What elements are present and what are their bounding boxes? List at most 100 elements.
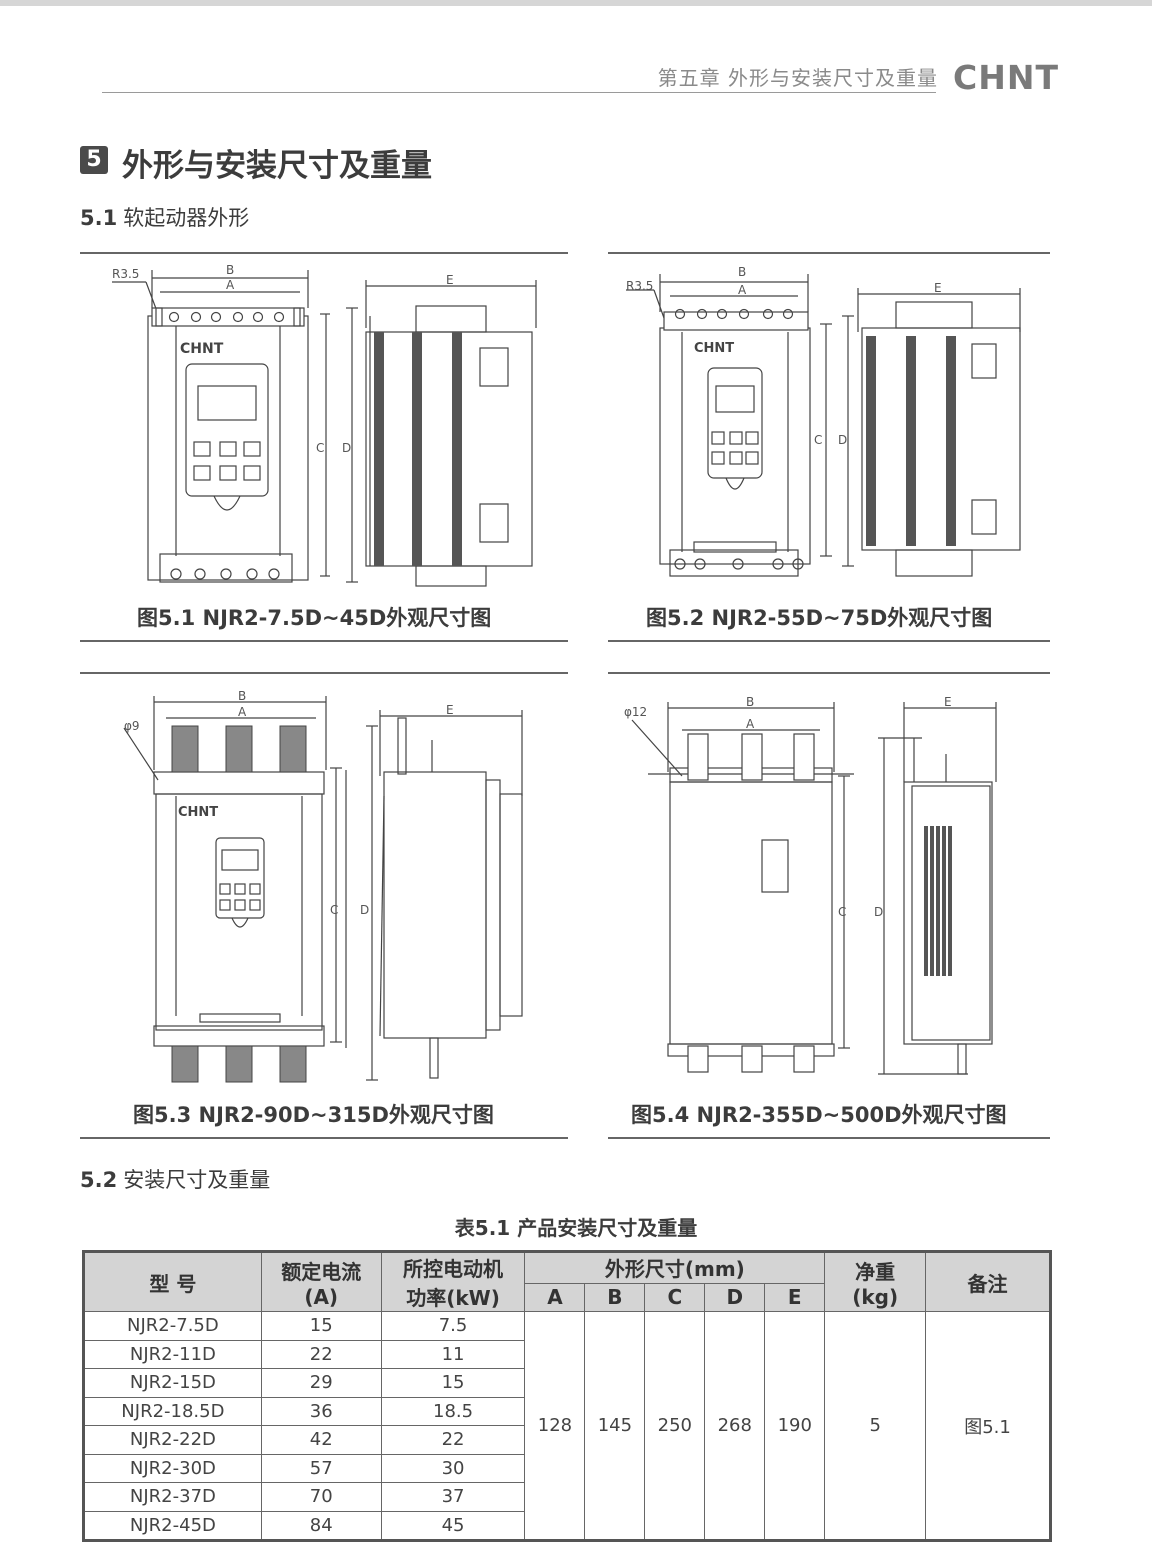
table-row: NJR2-15D 29 15 [83,1368,1051,1398]
dim-label-c: C [330,903,338,917]
subsection-title: 安装尺寸及重量 [123,1168,271,1192]
cell-power: 15 [380,1368,526,1398]
figure-rule [608,672,1050,674]
section-number-badge: 5 [80,146,108,174]
cell-a: 128 [524,1311,586,1541]
header-c: C [644,1282,706,1313]
section-title: 外形与安装尺寸及重量 [122,148,432,184]
subsection-number: 5.1 [80,206,118,230]
figure-5-3-drawing: φ9 B A C D E CHNT [123,689,523,1083]
figure-5-4-drawing: φ12 B A C D E [624,695,997,1075]
cell-current: 70 [260,1482,382,1512]
figure-caption: 图5.2 NJR2-55D~75D外观尺寸图 [646,606,993,630]
dim-label-e: E [934,281,942,295]
figure-rule [608,1137,1050,1139]
hole-label: R3.5 [626,279,653,293]
figure-rule [608,640,1050,642]
figure-5-1-drawing: R3.5 B A C D E CHNT [112,263,537,587]
dim-label-b: B [226,263,234,277]
table-title: 表5.1 产品安装尺寸及重量 [454,1216,698,1240]
dim-label-a: A [226,278,235,292]
header-d: D [704,1282,766,1313]
brand-logo: CHNT [953,58,1059,97]
cell-model: NJR2-11D [83,1339,262,1369]
figure-caption: 图5.1 NJR2-7.5D~45D外观尺寸图 [137,606,492,630]
header-e: E [764,1282,826,1313]
dim-label-c: C [814,433,822,447]
cell-current: 42 [260,1425,382,1455]
cell-note: 图5.1 [925,1311,1051,1541]
cell-b: 145 [584,1311,646,1541]
dim-label-e: E [446,273,454,287]
cell-power: 37 [380,1482,526,1512]
cell-model: NJR2-45D [83,1510,262,1541]
table-row: NJR2-30D 57 30 [83,1453,1051,1483]
device-logo: CHNT [178,805,218,820]
cell-power: 45 [380,1510,526,1541]
figure-rule [80,1137,568,1139]
figure-rule [80,252,568,254]
header-power: 所控电动机功率(kW) [380,1251,526,1312]
hole-label: R3.5 [112,267,139,281]
figure-caption: 图5.4 NJR2-355D~500D外观尺寸图 [631,1103,1007,1127]
dim-label-d: D [360,903,369,917]
header-model: 型 号 [83,1251,262,1312]
cell-model: NJR2-30D [83,1453,262,1483]
cell-model: NJR2-15D [83,1368,262,1398]
dim-label-c: C [838,905,846,919]
dim-label-a: A [238,705,247,719]
table-row: NJR2-45D 84 45 [83,1510,1051,1541]
cell-model: NJR2-18.5D [83,1396,262,1426]
subsection-number: 5.2 [80,1168,118,1192]
header-a: A [524,1282,586,1313]
header-current: 额定电流(A) [260,1251,382,1312]
top-bar [0,0,1152,6]
cell-current: 84 [260,1510,382,1541]
figure-5-2-drawing: R3.5 B A C D E CHNT [626,265,1021,577]
hole-label: φ12 [624,705,647,719]
subsection-title: 软起动器外形 [123,206,250,230]
cell-current: 15 [260,1311,382,1341]
header-power-unit: 功率(kW) [406,1286,500,1310]
cell-power: 7.5 [380,1311,526,1341]
table-row: NJR2-7.5D 15 7.5 128 145 250 268 190 5 图… [83,1311,1051,1541]
spec-table: 型 号 额定电流(A) 所控电动机功率(kW) 外形尺寸(mm) 净重(kg) … [82,1250,1052,1542]
cell-model: NJR2-7.5D [83,1311,262,1341]
cell-current: 57 [260,1453,382,1483]
dim-label-e: E [446,703,454,717]
cell-current: 22 [260,1339,382,1369]
hole-label: φ9 [124,719,140,733]
dim-label-a: A [738,283,747,297]
figure-rule [80,640,568,642]
cell-c: 250 [644,1311,706,1541]
dim-label-a: A [746,717,755,731]
header-dims: 外形尺寸(mm) [524,1251,826,1284]
cell-current: 36 [260,1396,382,1426]
cell-power: 30 [380,1453,526,1483]
header-weight: 净重(kg) [824,1251,927,1312]
figure-caption: 图5.3 NJR2-90D~315D外观尺寸图 [133,1103,494,1127]
dim-label-b: B [238,689,246,703]
cell-power: 11 [380,1339,526,1369]
dim-label-d: D [838,433,847,447]
dim-label-e: E [944,695,952,709]
header-weight-label: 净重 [855,1259,896,1284]
device-logo: CHNT [180,341,224,357]
header-note: 备注 [925,1251,1051,1312]
dim-label-d: D [342,441,351,455]
chapter-header: 第五章 外形与安装尺寸及重量 [657,66,938,90]
cell-weight: 5 [824,1311,927,1541]
table-row: NJR2-11D 22 11 [83,1339,1051,1369]
figure-rule [608,252,1050,254]
header-divider [102,92,936,93]
table-row: NJR2-22D 42 22 [83,1425,1051,1455]
header-weight-unit: (kg) [852,1284,899,1309]
cell-model: NJR2-22D [83,1425,262,1455]
dim-label-c: C [316,441,324,455]
cell-power: 18.5 [380,1396,526,1426]
device-logo: CHNT [694,341,734,356]
header-current-unit: (A) [304,1284,339,1309]
table-row: NJR2-37D 70 37 [83,1482,1051,1512]
